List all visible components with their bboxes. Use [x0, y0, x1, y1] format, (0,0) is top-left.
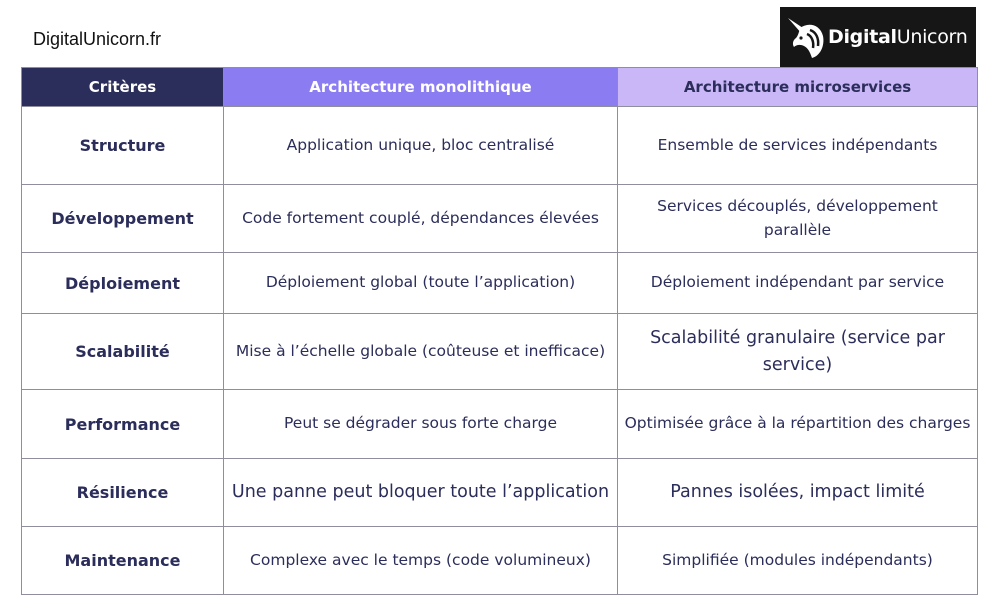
microservices-cell: Déploiement indépendant par service [617, 252, 978, 314]
logo-text: DigitalUnicorn [828, 26, 968, 48]
microservices-cell: Optimisée grâce à la répartition des cha… [617, 389, 978, 459]
table-row: Maintenance Complexe avec le temps (code… [21, 526, 978, 595]
criterion-cell: Performance [21, 389, 224, 459]
table-row: Structure Application unique, bloc centr… [21, 106, 978, 185]
table-row: Scalabilité Mise à l’échelle globale (co… [21, 313, 978, 390]
criterion-cell: Scalabilité [21, 313, 224, 390]
header-microservices: Architecture microservices [617, 67, 978, 107]
monolithic-cell: Une panne peut bloquer toute l’applicati… [223, 458, 618, 527]
site-label: DigitalUnicorn.fr [33, 29, 162, 49]
comparison-table: Critères Architecture monolithique Archi… [21, 67, 978, 595]
table-row: Résilience Une panne peut bloquer toute … [21, 458, 978, 527]
monolithic-cell: Mise à l’échelle globale (coûteuse et in… [223, 313, 618, 390]
monolithic-cell: Code fortement couplé, dépendances élevé… [223, 184, 618, 253]
monolithic-cell: Peut se dégrader sous forte charge [223, 389, 618, 459]
criterion-cell: Développement [21, 184, 224, 253]
table-row: Déploiement Déploiement global (toute l’… [21, 252, 978, 314]
header-monolithic: Architecture monolithique [223, 67, 618, 107]
criterion-cell: Résilience [21, 458, 224, 527]
microservices-cell: Ensemble de services indépendants [617, 106, 978, 185]
header-criteria: Critères [21, 67, 224, 107]
microservices-cell: Simplifiée (modules indépendants) [617, 526, 978, 595]
monolithic-cell: Application unique, bloc centralisé [223, 106, 618, 185]
microservices-cell: Pannes isolées, impact limité [617, 458, 978, 527]
criterion-cell: Structure [21, 106, 224, 185]
table-header-row: Critères Architecture monolithique Archi… [21, 67, 978, 107]
criterion-cell: Maintenance [21, 526, 224, 595]
microservices-cell: Scalabilité granulaire (service par serv… [617, 313, 978, 390]
microservices-cell: Services découplés, développement parall… [617, 184, 978, 253]
criterion-cell: Déploiement [21, 252, 224, 314]
unicorn-logo-icon [788, 18, 824, 59]
table-row: Développement Code fortement couplé, dép… [21, 184, 978, 253]
monolithic-cell: Déploiement global (toute l’application) [223, 252, 618, 314]
brand-logo: DigitalUnicorn [780, 7, 976, 67]
table-row: Performance Peut se dégrader sous forte … [21, 389, 978, 459]
monolithic-cell: Complexe avec le temps (code volumineux) [223, 526, 618, 595]
